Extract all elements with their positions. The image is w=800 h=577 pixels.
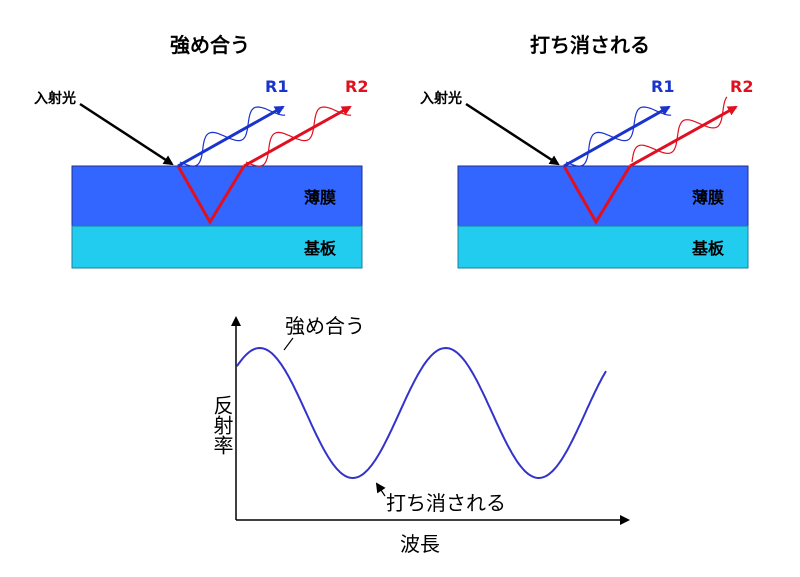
r1-wave <box>565 106 672 167</box>
substrate-label: 基板 <box>691 239 725 258</box>
incident-light-label: 入射光 <box>34 90 76 107</box>
r2-wave <box>245 106 352 167</box>
trough-pointer <box>375 482 386 497</box>
r2-label: R2 <box>345 77 368 96</box>
r1-arrow <box>177 105 285 168</box>
peak-annotation: 強め合う <box>285 314 365 338</box>
r1-arrow <box>563 105 671 168</box>
thin-film-layer <box>457 165 749 227</box>
substrate-label: 基板 <box>303 239 337 258</box>
peak-pointer <box>283 337 294 351</box>
r2-label: R2 <box>730 77 753 96</box>
refracted-path <box>562 165 632 225</box>
thin-film-layer <box>71 165 363 227</box>
r1-wave <box>179 106 286 167</box>
r1-label: R1 <box>651 77 674 96</box>
r2-wave <box>631 96 728 163</box>
panel-title: 強め合う <box>170 33 250 57</box>
substrate-layer <box>457 225 749 269</box>
reflectance-graph: 反射率 波長 強め合う 打ち消される <box>210 314 630 556</box>
film-label: 薄膜 <box>304 188 336 207</box>
r1-label: R1 <box>265 77 288 96</box>
film-label: 薄膜 <box>692 188 724 207</box>
panel-title: 打ち消される <box>530 33 650 57</box>
incident-light-label: 入射光 <box>420 90 462 107</box>
substrate-layer <box>71 225 363 269</box>
r2-arrow <box>629 105 738 168</box>
panel-destructive: 打ち消される 薄膜 基板 入射光 R1 R2 <box>420 33 753 269</box>
trough-annotation: 打ち消される <box>386 491 506 515</box>
incident-light-arrow <box>79 102 174 166</box>
x-axis-label: 波長 <box>400 532 440 556</box>
reflectance-curve <box>236 346 607 480</box>
y-axis-label: 反射率 <box>210 395 234 455</box>
incident-light-arrow <box>465 102 560 166</box>
refracted-path <box>176 165 246 225</box>
panel-constructive: 強め合う 薄膜 基板 入射光 R1 R2 <box>34 33 368 269</box>
r2-arrow <box>243 105 352 168</box>
